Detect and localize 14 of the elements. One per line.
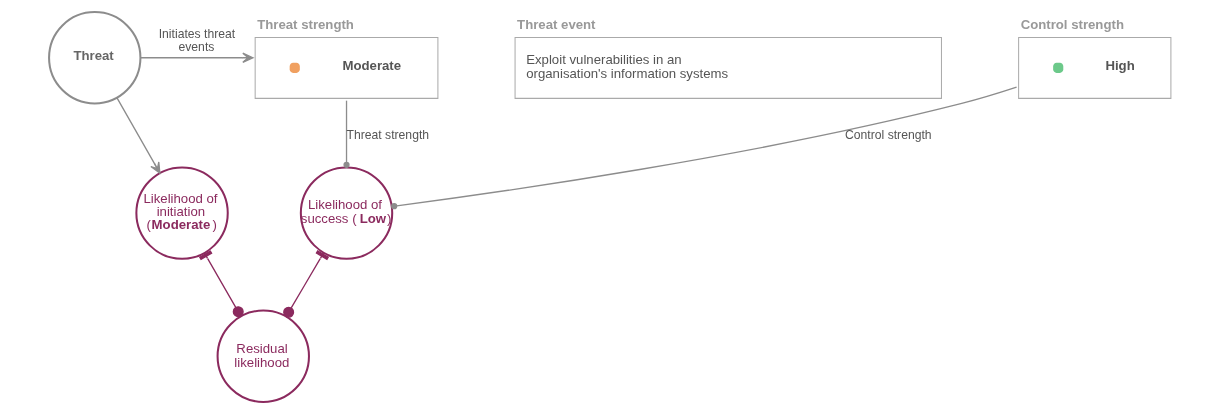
node-circle: Threat bbox=[47, 11, 141, 105]
node-circle: Residual likelihood bbox=[216, 309, 310, 403]
connector bbox=[342, 100, 350, 168]
arrow bbox=[115, 97, 160, 174]
edge-label: Control strength bbox=[844, 127, 932, 142]
node-box: Exploit vulnerabilities in an organisation's information systems bbox=[514, 36, 942, 99]
connector bbox=[390, 86, 1017, 210]
node-label: Threat strength bbox=[256, 16, 354, 32]
node-label: Threat event bbox=[516, 16, 596, 32]
arrow bbox=[139, 52, 254, 63]
edge-label: Initiates threat events bbox=[158, 27, 235, 55]
node-box: High bbox=[1017, 36, 1171, 99]
node-label: Control strength bbox=[1020, 16, 1124, 32]
node-box: Moderate bbox=[254, 36, 438, 99]
